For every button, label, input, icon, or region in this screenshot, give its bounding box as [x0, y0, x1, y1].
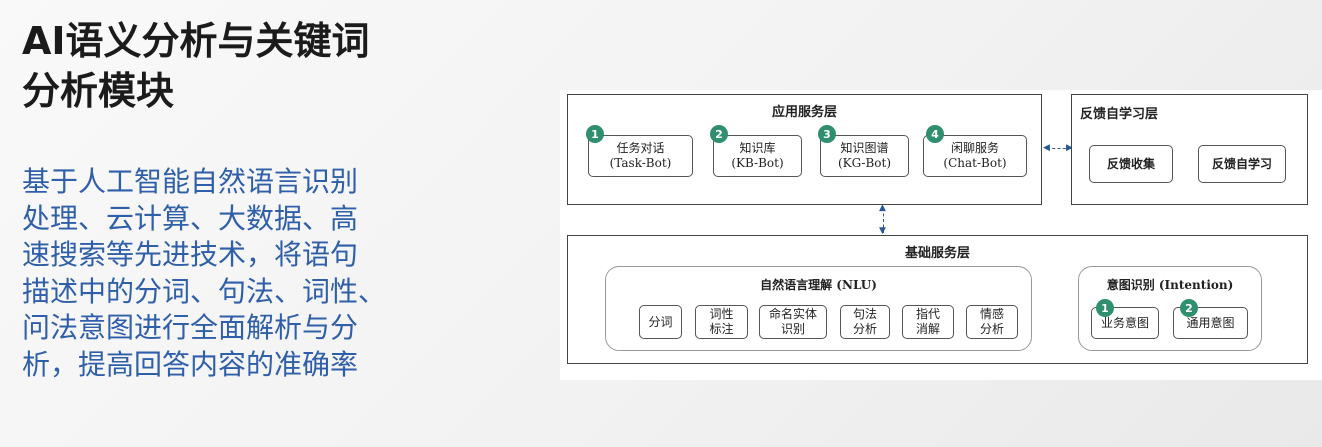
task-bot-box: 任务对话 (Task-Bot)	[588, 135, 693, 177]
nlu-item-label: 分词	[648, 314, 673, 329]
feedback-layer-title: 反馈自学习层	[1080, 107, 1159, 122]
page-title: AI语义分析与关键词 分析模块	[22, 16, 370, 116]
horizontal-arrow	[1047, 148, 1071, 149]
general-intent-label: 通用意图	[1186, 315, 1235, 330]
intention-title: 意图识别 (Intention)	[1106, 278, 1234, 292]
general-intent-box: 通用意图	[1173, 307, 1248, 339]
kb-bot-sublabel: (KB-Bot)	[731, 156, 784, 170]
nlu-item-label: 消解	[915, 322, 940, 336]
nlu-item: 指代 消解	[902, 305, 954, 339]
nlu-item: 命名实体 识别	[759, 305, 827, 339]
nlu-item-label: 指代	[915, 307, 940, 321]
badge-2: 2	[710, 125, 728, 143]
arrow-right-icon: ▶	[1066, 143, 1073, 153]
nlu-item: 词性 标注	[695, 305, 748, 339]
nlu-item-label: 词性	[709, 307, 734, 321]
kg-bot-sublabel: (KG-Bot)	[837, 156, 892, 170]
business-intent-box: 业务意图	[1091, 307, 1159, 339]
badge-1: 1	[586, 125, 604, 143]
description: 基于人工智能自然语言识别 处理、云计算、大数据、高 速搜索等先进技术，将语句 描…	[22, 164, 462, 383]
kb-bot-box: 知识库 (KB-Bot)	[713, 135, 802, 177]
feedback-collect-box: 反馈收集	[1089, 145, 1173, 183]
badge-4: 4	[926, 125, 944, 143]
chat-bot-label: 闲聊服务	[950, 141, 999, 155]
kg-bot-label: 知识图谱	[840, 141, 889, 155]
arrow-left-icon: ◀	[1043, 143, 1050, 153]
vertical-arrow	[883, 208, 884, 233]
feedback-learn-label: 反馈自学习	[1211, 156, 1272, 171]
nlu-group: 自然语言理解 (NLU) 分词 词性 标注 命名实体 识别 句法 分析 指代 消…	[605, 266, 1032, 351]
chat-bot-box: 闲聊服务 (Chat-Bot)	[923, 135, 1027, 177]
badge-3: 3	[818, 125, 836, 143]
nlu-item-label: 识别	[780, 322, 805, 336]
nlu-item-label: 句法	[852, 307, 877, 321]
description-line: 问法意图进行全面解析与分	[22, 311, 359, 344]
description-line: 处理、云计算、大数据、高	[22, 201, 359, 235]
base-service-layer: 基础服务层 自然语言理解 (NLU) 分词 词性 标注 命名实体 识别 句法 分…	[567, 235, 1308, 364]
nlu-item: 情感 分析	[966, 305, 1018, 339]
intention-group: 意图识别 (Intention) 业务意图 1 通用意图 2	[1078, 266, 1262, 351]
architecture-diagram: 应用服务层 任务对话 (Task-Bot) 1 知识库 (KB-Bot) 2 知…	[560, 90, 1322, 380]
intent-badge-2: 2	[1180, 299, 1198, 317]
chat-bot-sublabel: (Chat-Bot)	[943, 156, 1007, 170]
task-bot-sublabel: (Task-Bot)	[609, 156, 672, 170]
app-service-layer: 应用服务层 任务对话 (Task-Bot) 1 知识库 (KB-Bot) 2 知…	[567, 94, 1042, 205]
nlu-item-label: 分析	[852, 322, 877, 336]
kg-bot-box: 知识图谱 (KG-Bot)	[820, 135, 909, 177]
nlu-item: 分词	[639, 305, 682, 339]
feedback-layer: 反馈自学习层 反馈收集 反馈自学习	[1071, 94, 1308, 205]
description-line: 基于人工智能自然语言识别	[22, 165, 359, 198]
description-line: 描述中的分词、句法、词性、	[22, 274, 387, 308]
nlu-item-label: 标注	[709, 322, 734, 336]
title-line-2: 分析模块	[22, 69, 175, 113]
arrow-down-icon: ▼	[879, 226, 886, 236]
nlu-item-label: 命名实体	[768, 307, 817, 321]
feedback-learn-box: 反馈自学习	[1198, 145, 1286, 183]
feedback-collect-label: 反馈收集	[1106, 156, 1155, 171]
task-bot-label: 任务对话	[616, 141, 665, 155]
app-layer-title: 应用服务层	[771, 105, 837, 120]
base-layer-title: 基础服务层	[904, 246, 970, 261]
nlu-title: 自然语言理解 (NLU)	[760, 278, 877, 292]
intent-badge-1: 1	[1096, 299, 1114, 317]
kb-bot-label: 知识库	[739, 141, 776, 155]
arrow-up-icon: ▲	[879, 203, 886, 213]
nlu-item-label: 分析	[979, 322, 1004, 336]
description-line: 析，提高回答内容的准确率	[22, 347, 359, 381]
description-line: 速搜索等先进技术，将语句	[22, 238, 359, 271]
business-intent-label: 业务意图	[1100, 315, 1149, 330]
nlu-item-label: 情感	[979, 307, 1004, 321]
nlu-item: 句法 分析	[840, 305, 890, 339]
title-line-1: AI语义分析与关键词	[22, 19, 370, 63]
